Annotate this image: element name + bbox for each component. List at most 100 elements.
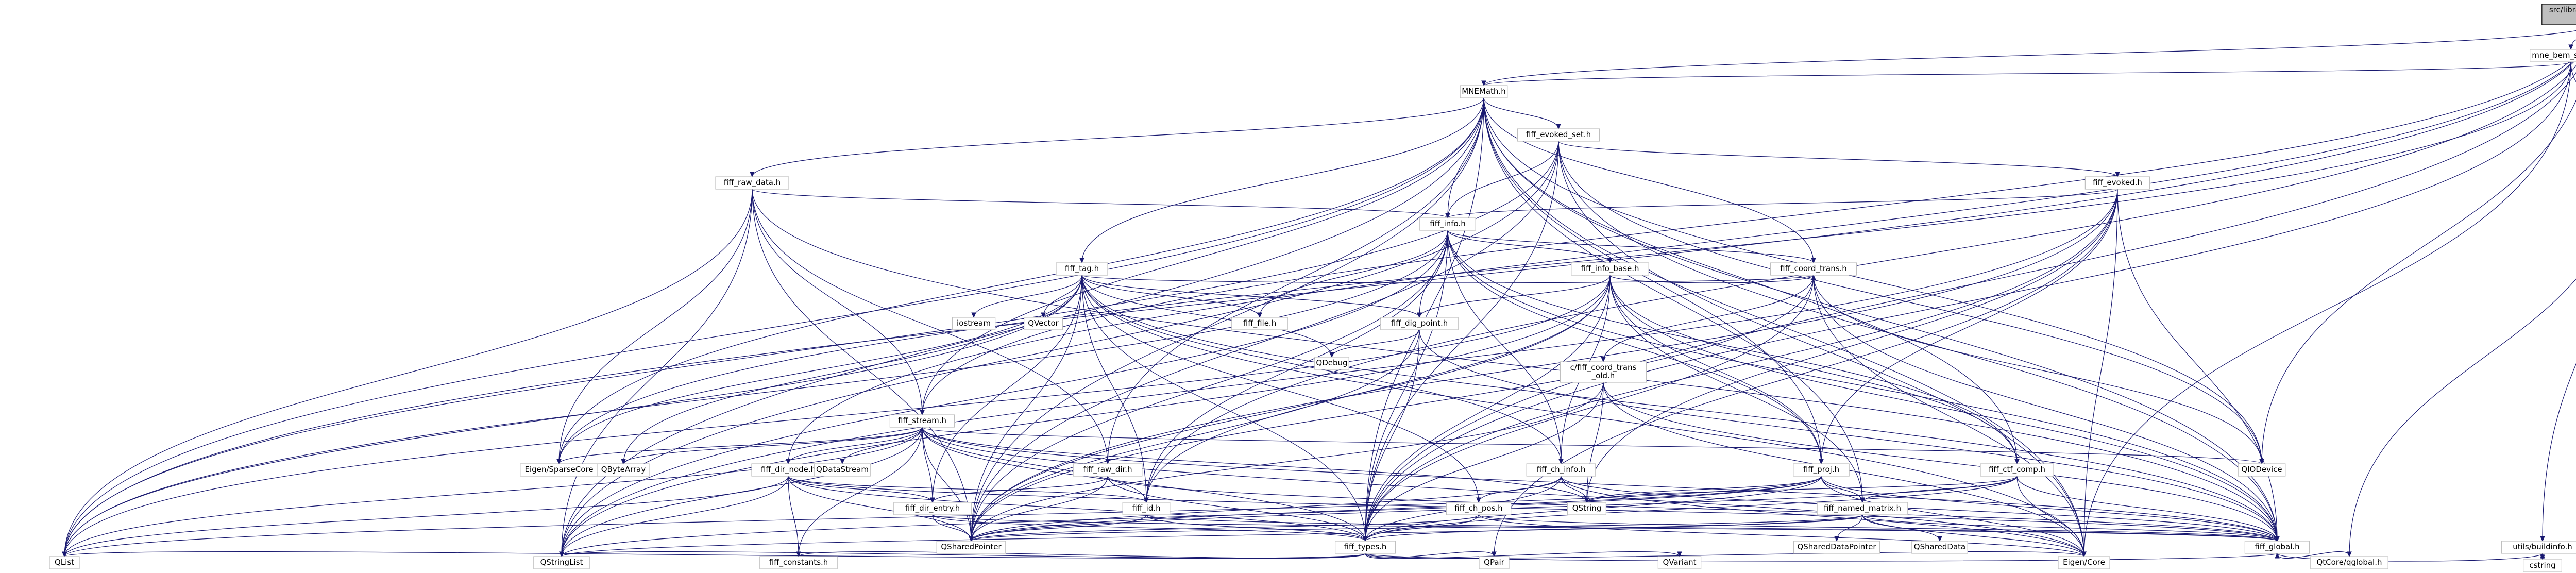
node-box — [2523, 559, 2563, 572]
edge-arrowhead — [1476, 497, 1481, 503]
node-label: fiff_named_matrix.h — [1824, 503, 1901, 513]
edge-fiff_named_matrix-to-fiff_global — [1862, 514, 2278, 542]
node-label: fiff_raw_data.h — [724, 178, 781, 188]
edge-arrowhead — [1937, 536, 1942, 542]
node-qstringlist[interactable]: QStringList — [533, 556, 590, 569]
node-fiff-named-matrix[interactable]: fiff_named_matrix.h — [1817, 502, 1908, 515]
node-buildinfo[interactable]: utils/buildinfo.h — [2501, 541, 2576, 554]
edge-fiff_info-to-qstringlist — [561, 230, 1448, 557]
edge-fiff_evoked_set-to-eigen_core — [1558, 141, 2084, 557]
node-fiff-stream[interactable]: fiff_stream.h — [889, 414, 955, 428]
edge-fiff_coord_trans-to-qiodevice — [1813, 275, 2262, 464]
node-fiff-info[interactable]: fiff_info.h — [1419, 217, 1476, 231]
node-qshareddatapointer[interactable]: QSharedDataPointer — [1793, 541, 1880, 554]
edge-fiff_evoked-to-fiff_proj — [1821, 189, 2118, 464]
edge-mnemath-to-fiff_evoked_set — [1483, 97, 1559, 129]
node-fiff-evoked[interactable]: fiff_evoked.h — [2084, 176, 2150, 190]
node-cstring[interactable]: cstring — [2523, 559, 2563, 572]
edge-arrowhead — [1601, 357, 1606, 363]
node-qtcore-global[interactable]: QtCore/qglobal.h — [2310, 556, 2388, 569]
edge-fiff_info-to-fiff_types — [1365, 230, 1448, 542]
node-label: utils/buildinfo.h — [2513, 542, 2572, 551]
edge-fiff_info-to-qsharedpointer — [971, 230, 1448, 542]
edge-mne_bem-to-qlist — [64, 59, 2576, 557]
node-iostream[interactable]: iostream — [952, 317, 996, 330]
node-fiff-tag[interactable]: fiff_tag.h — [1056, 262, 1108, 276]
node-qbytearray[interactable]: QByteArray — [597, 463, 650, 477]
node-qdatastream[interactable]: QDataStream — [814, 463, 871, 477]
node-label: fiff_id.h — [1132, 503, 1160, 513]
node-fiff-proj[interactable]: fiff_proj.h — [1793, 463, 1850, 477]
node-label: fiff_ctf_comp.h — [1989, 465, 2045, 475]
node-mne-bem-surface[interactable]: mne_bem_surface.h — [2530, 49, 2576, 62]
node-eigen-sparse[interactable]: Eigen/SparseCore — [520, 463, 598, 477]
edge-fiff_tag-to-qsharedpointer — [971, 275, 1082, 542]
edge-fiff_stream-to-fiff_id — [922, 427, 1147, 503]
node-mnemath[interactable]: MNEMath.h — [1460, 85, 1508, 98]
node-fiff-coord-trans[interactable]: fiff_coord_trans.h — [1770, 262, 1857, 276]
node-fiff-ch-pos[interactable]: fiff_ch_pos.h — [1446, 502, 1512, 515]
node-box — [2238, 463, 2286, 477]
node-fiff-coord-trans-old[interactable]: c/fiff_coord_trans_old.h — [1560, 361, 1647, 383]
edge-mnemath-to-eigen_sparse — [558, 97, 1484, 464]
node-mne-bem[interactable]: src/libraries/mne/mne_bem.h — [2541, 4, 2576, 25]
node-fiff-raw-dir[interactable]: fiff_raw_dir.h — [1073, 463, 1143, 477]
node-fiff-global[interactable]: fiff_global.h — [2244, 541, 2310, 554]
edge-arrowhead — [971, 312, 976, 318]
edge-fiff_info-to-fiff_coord_trans — [1447, 230, 1814, 263]
edge-arrowhead — [2347, 551, 2352, 558]
edge-fiff_proj-to-qlist — [64, 476, 1822, 557]
node-fiff-constants[interactable]: fiff_constants.h — [759, 556, 838, 569]
node-box — [1479, 556, 1510, 569]
node-qpair[interactable]: QPair — [1479, 556, 1510, 569]
node-label: fiff_coord_trans.h — [1780, 264, 1847, 274]
node-qvariant[interactable]: QVariant — [1657, 556, 1702, 569]
edge-fiff_info-to-fiff_file — [1259, 230, 1448, 318]
node-box — [1911, 541, 1968, 554]
edge-fiff_tag-to-fiff_id — [1081, 275, 1147, 503]
node-fiff-evoked-set[interactable]: fiff_evoked_set.h — [1517, 128, 1600, 142]
node-box — [1122, 502, 1171, 515]
edge-fiff_tag-to-iostream — [973, 275, 1082, 318]
node-fiff-dir-entry[interactable]: fiff_dir_entry.h — [893, 502, 972, 515]
node-fiff-types[interactable]: fiff_types.h — [1335, 541, 1396, 554]
node-box — [1571, 262, 1649, 276]
edge-fiff_coord_trans_old-to-fiff_types — [1365, 382, 1604, 542]
node-qlist[interactable]: QList — [49, 556, 80, 569]
node-fiff-id[interactable]: fiff_id.h — [1122, 502, 1171, 515]
node-fiff-ch-info[interactable]: fiff_ch_info.h — [1526, 463, 1596, 477]
node-fiff-dig-point[interactable]: fiff_dig_point.h — [1380, 317, 1459, 330]
node-qiodevice[interactable]: QIODevice — [2238, 463, 2286, 477]
edge-fiff_raw_dir-to-fiff_dir_entry — [932, 476, 1108, 503]
edge-arrowhead — [1677, 551, 1682, 558]
node-fiff-ctf-comp[interactable]: fiff_ctf_comp.h — [1980, 463, 2054, 477]
node-label: QByteArray — [601, 465, 646, 474]
edge-mnemath-to-qiodevice — [1483, 97, 2262, 464]
node-eigen-core[interactable]: Eigen/Core — [2058, 556, 2110, 569]
node-fiff-info-base[interactable]: fiff_info_base.h — [1571, 262, 1649, 276]
edge-fiff_proj-to-qstringlist — [561, 476, 1822, 557]
node-box — [893, 502, 972, 515]
node-qstring[interactable]: QString — [1567, 502, 1607, 515]
node-qshareddata[interactable]: QSharedData — [1911, 541, 1968, 554]
edge-arrowhead — [621, 459, 626, 465]
edge-fiff_ch_info-to-fiff_global — [1561, 476, 2278, 542]
node-label: fiff_ch_pos.h — [1454, 503, 1502, 513]
edge-arrowhead — [1811, 258, 1816, 264]
edge-arrowhead — [1558, 459, 1564, 465]
node-label: QVariant — [1663, 558, 1696, 567]
node-fiff-raw-data[interactable]: fiff_raw_data.h — [715, 176, 789, 190]
edge-arrowhead — [1492, 551, 1497, 558]
edge-fiff_types-to-eigen_core — [1365, 551, 2084, 559]
edge-mne_global-to-buildinfo — [2542, 363, 2576, 542]
edge-fiff_info-to-fiff_id — [1146, 230, 1448, 503]
node-box — [2310, 556, 2388, 569]
edge-mne_bem_surface-to-eigen_core — [2083, 61, 2571, 557]
node-qdebug[interactable]: QDebug — [1314, 357, 1349, 370]
node-qsharedpointer[interactable]: QSharedPointer — [936, 541, 1006, 554]
node-qvector[interactable]: QVector — [1023, 317, 1063, 330]
node-fiff-dir-node[interactable]: fiff_dir_node.h — [751, 463, 825, 477]
node-fiff-file[interactable]: fiff_file.h — [1231, 317, 1288, 330]
edge-fiff_tag-to-qvector — [1043, 275, 1082, 318]
